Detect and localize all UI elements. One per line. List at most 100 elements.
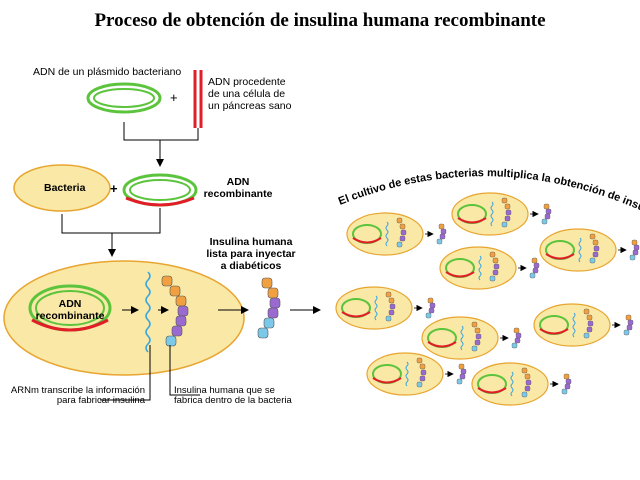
culture-exported-bead	[632, 249, 639, 256]
culture-bacterium	[346, 212, 447, 256]
culture-chain-bead	[388, 309, 395, 316]
culture-bacterium-body	[471, 362, 549, 406]
culture-exported-bead	[627, 319, 634, 326]
culture-bacterium	[533, 303, 634, 347]
culture-exported-bead	[425, 312, 432, 319]
insulin-callout-line	[169, 345, 200, 396]
culture-exported-bead	[439, 233, 446, 240]
culture-chain-bead	[416, 381, 423, 388]
culture-exported-bead	[438, 223, 445, 230]
culture-mrna	[572, 312, 576, 338]
culture-exported-bead	[513, 327, 520, 334]
culture-mrna	[490, 201, 494, 227]
culture-chain-bead	[587, 320, 594, 327]
culture-insert	[545, 253, 575, 260]
culture-chain-bead	[389, 303, 396, 310]
culture-chain-bead	[400, 229, 407, 236]
culture-exported-bead	[544, 213, 551, 220]
plasmid-dna-label: ADN de un plásmido bacteriano	[33, 66, 182, 78]
culture-bacterium	[335, 286, 436, 330]
insulin-made-line-1: Insulina humana que se	[174, 385, 275, 396]
culture-exported-bead	[631, 239, 638, 246]
culture-exported-bead	[515, 332, 522, 339]
recombinant-dna-label: ADN recombinante	[203, 176, 273, 200]
culture-chain-bead	[524, 373, 531, 380]
culture-chain-bead	[475, 333, 482, 340]
culture-chain-bead	[521, 367, 528, 374]
bacteria-label: Bacteria	[44, 182, 86, 194]
culture-chain-bead	[592, 239, 599, 246]
culture-chain-bead	[501, 221, 508, 228]
culture-exported-bead	[436, 238, 443, 245]
culture-chain-bead	[471, 345, 478, 352]
chain-bead	[267, 307, 279, 319]
chain-bead	[261, 277, 273, 289]
chain-bead	[165, 335, 177, 347]
culture-bacterium-body	[533, 303, 611, 347]
culture-chain-bead	[388, 297, 395, 304]
culture-mrna	[385, 221, 389, 247]
insulin-ready-label: Insulina humana lista para inyectar a di…	[206, 236, 296, 272]
culture-chain-bead	[583, 332, 590, 339]
recombinant-dna-line-2: recombinante	[203, 188, 273, 200]
culture-chain-bead	[505, 209, 512, 216]
culture-chain-bead	[489, 251, 496, 258]
bacteria-culture	[335, 192, 640, 406]
culture-exported-bead	[625, 314, 632, 321]
big-plasmid-inner	[35, 290, 105, 326]
chain-bead	[169, 285, 181, 297]
culture-insert	[445, 271, 475, 278]
culture-exported-bead	[545, 208, 552, 215]
culture-exported-bead	[531, 257, 538, 264]
mrna-label: ARNm transcribe la información para fabr…	[5, 386, 145, 406]
culture-exported-bead	[533, 262, 540, 269]
culture-exported-bead	[561, 388, 568, 395]
culture-chain-bead	[419, 363, 426, 370]
insulin-ready-line-2: lista para inyectar	[206, 248, 296, 260]
big-plasmid-insert	[31, 318, 109, 332]
culture-exported-bead	[541, 218, 548, 225]
culture-insert	[457, 217, 487, 224]
culture-chain-bead	[592, 251, 599, 258]
culture-chain-bead	[586, 326, 593, 333]
culture-chain-bead	[504, 203, 511, 210]
culture-chain-bead	[471, 321, 478, 328]
culture-bacterium-body	[366, 352, 444, 396]
insulin-ready-line-3: a diabéticos	[220, 260, 282, 272]
connector-1	[123, 122, 199, 141]
exported-insulin-chain	[257, 277, 281, 339]
culture-chain-bead	[399, 223, 406, 230]
culture-insert	[352, 237, 382, 244]
culture-exported-bead	[623, 329, 630, 336]
culture-chain-bead	[493, 263, 500, 270]
culture-mrna	[460, 325, 464, 351]
culture-exported-bead	[563, 373, 570, 380]
culture-mrna	[478, 255, 482, 281]
chain-bead	[263, 317, 275, 329]
mrna-line-2: para fabricar insulina	[56, 395, 145, 406]
big-insulin-chain	[161, 275, 189, 347]
big-recombinant-label: ADN recombinante	[30, 298, 110, 322]
pancreas-dna-line-3: un páncreas sano	[208, 100, 292, 112]
chain-bead	[269, 297, 281, 309]
culture-bacterium-body	[451, 192, 529, 236]
culture-mrna	[374, 295, 378, 321]
culture-mrna	[405, 361, 409, 387]
mrna-callout-line	[100, 345, 151, 401]
culture-chain-bead	[396, 241, 403, 248]
culture-bacterium	[421, 316, 522, 360]
culture-chain-bead	[474, 339, 481, 346]
chain-bead	[171, 325, 183, 337]
small-bacteria	[13, 164, 111, 212]
culture-chain-bead	[593, 245, 600, 252]
culture-chain-bead	[589, 233, 596, 240]
culture-bacterium-body	[335, 286, 413, 330]
insulin-made-label: Insulina humana que se fabrica dentro de…	[174, 386, 304, 406]
culture-chain-bead	[492, 257, 499, 264]
mrna-strand	[145, 271, 151, 353]
culture-bacterium-body	[346, 212, 424, 256]
culture-exported-bead	[460, 368, 467, 375]
culture-chain-bead	[521, 391, 528, 398]
culture-chain-bead	[419, 375, 426, 382]
